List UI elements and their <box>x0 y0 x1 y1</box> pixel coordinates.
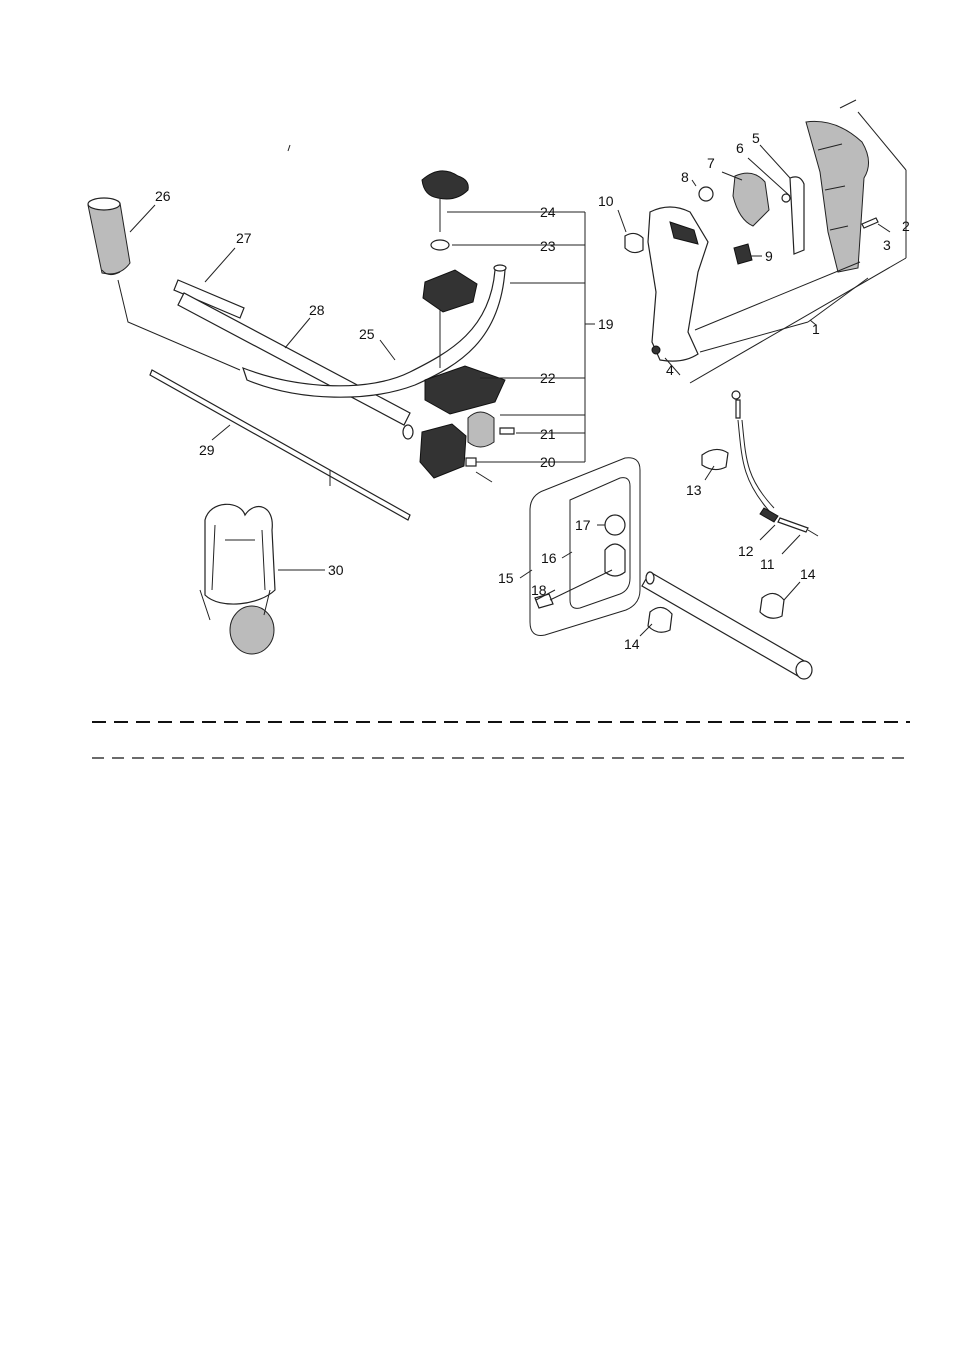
callout-30: 30 <box>328 562 344 578</box>
leader-27 <box>205 248 235 282</box>
callout-12: 12 <box>738 543 754 559</box>
part-5-lever <box>790 177 804 254</box>
callout-17: 17 <box>575 517 591 533</box>
callout-18: 18 <box>531 582 547 598</box>
part-14-clamp-right <box>760 593 784 618</box>
callout-2: 2 <box>902 218 910 234</box>
callout-16: 16 <box>541 550 557 566</box>
callout-3: 3 <box>883 237 891 253</box>
callout-1: 1 <box>812 321 820 337</box>
leader-29 <box>212 425 230 440</box>
callout-13: 13 <box>686 482 702 498</box>
part-23-washer <box>431 240 449 250</box>
leader-14b <box>784 582 800 600</box>
part-17-ring <box>605 515 625 535</box>
part-24-knob <box>422 171 468 232</box>
part-screw-top <box>840 100 856 108</box>
callout-9: 9 <box>765 248 773 264</box>
callout-29: 29 <box>199 442 215 458</box>
callout-24: 24 <box>540 204 556 220</box>
part-1-handle-half-left <box>648 207 708 361</box>
leader-14a <box>640 624 652 636</box>
handlebar-end <box>494 265 506 271</box>
part-20-nut <box>466 458 476 466</box>
callout-5: 5 <box>752 130 760 146</box>
callout-25: 25 <box>359 326 375 342</box>
leader-12 <box>760 525 775 540</box>
part-14-clamp-left <box>648 607 672 632</box>
leader-26 <box>130 205 155 232</box>
part-10-cap <box>625 233 643 252</box>
callout-15: 15 <box>498 570 514 586</box>
callout-14a: 14 <box>624 636 640 652</box>
part-8-spring-ring <box>699 187 713 201</box>
part-21-screw <box>500 428 514 434</box>
callout-7: 7 <box>707 155 715 171</box>
callout-26: 26 <box>155 188 171 204</box>
bolt-line-18 <box>550 570 612 600</box>
part-3-screw <box>862 218 878 228</box>
part-13-clip <box>702 449 728 469</box>
callout-23: 23 <box>540 238 556 254</box>
callout-27: 27 <box>236 230 252 246</box>
part-9-switch <box>734 244 752 264</box>
callout-22: 22 <box>540 370 556 386</box>
callout-6: 6 <box>736 140 744 156</box>
part-12-throttle-cable <box>732 391 818 536</box>
callout-11: 11 <box>760 556 775 572</box>
part-30-harness <box>200 504 275 654</box>
part-4-nut <box>652 346 660 354</box>
part-clamp-half <box>468 412 494 447</box>
callout-8: 8 <box>681 169 689 185</box>
part-upper-clamp <box>423 270 477 312</box>
leader-25 <box>380 340 395 360</box>
stray-mark <box>288 145 290 151</box>
bracket-stub <box>476 472 492 482</box>
part-2-handle-half-right <box>806 121 869 272</box>
part-7-trigger <box>733 173 769 226</box>
callout-21: 21 <box>540 426 556 442</box>
part-26-grip <box>88 198 130 275</box>
part-28-pipe <box>178 293 413 439</box>
part-16-cap <box>605 544 625 576</box>
callout-10: 10 <box>598 193 614 209</box>
leader-11 <box>782 535 800 554</box>
part-15-inset-panel <box>530 458 640 636</box>
leader-28 <box>285 318 310 348</box>
callout-14b: 14 <box>800 566 816 582</box>
part-20-bracket <box>420 424 466 478</box>
callout-20: 20 <box>540 454 556 470</box>
callout-19: 19 <box>598 316 614 332</box>
callout-28: 28 <box>309 302 325 318</box>
callout-4: 4 <box>666 362 674 378</box>
